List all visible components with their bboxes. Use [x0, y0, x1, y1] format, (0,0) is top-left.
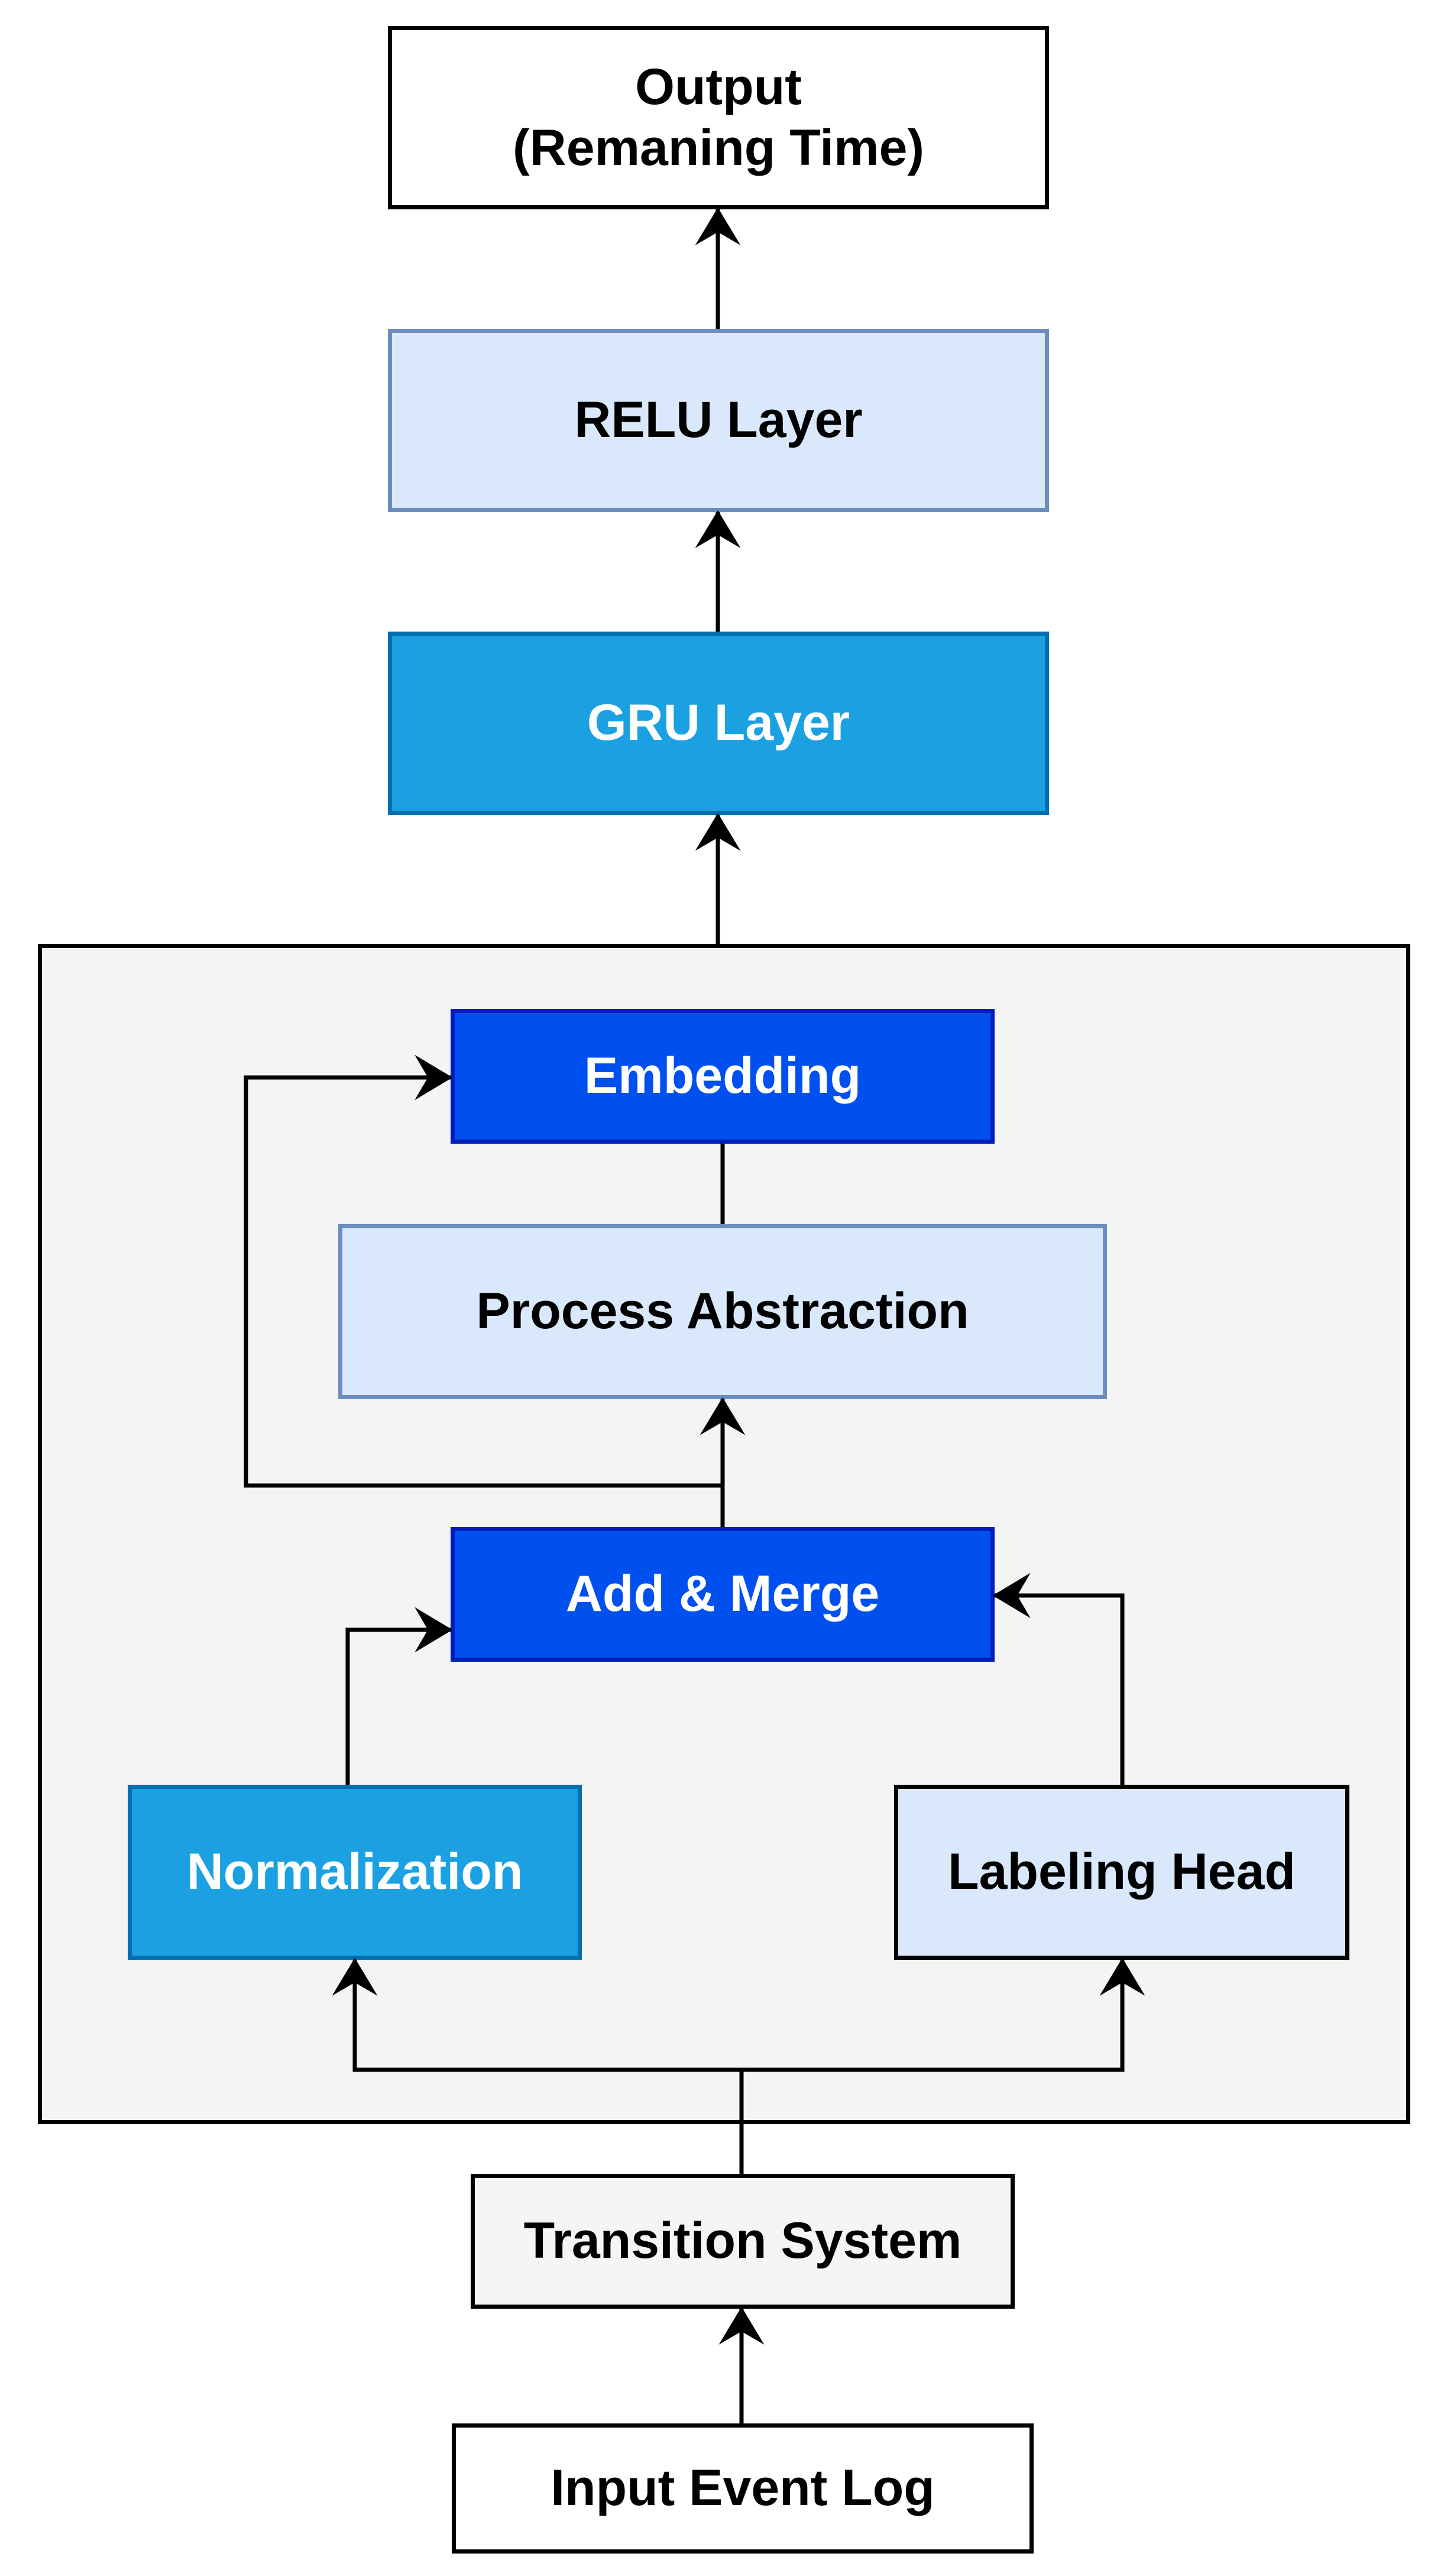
arrow-loop-to-embedding [244, 1054, 723, 1488]
process-abstraction-label: Process Abstraction [476, 1283, 969, 1340]
gru-layer-label: GRU Layer [587, 694, 850, 752]
add-merge-node: Add & Merge [451, 1527, 995, 1662]
arrow-labeling-to-merge [992, 1572, 1125, 1785]
add-merge-label: Add & Merge [565, 1565, 880, 1623]
output-label-line1: Output [635, 58, 802, 115]
gru-layer-node: GRU Layer [388, 632, 1049, 815]
labeling-head-label: Labeling Head [948, 1843, 1296, 1901]
embedding-node: Embedding [451, 1009, 995, 1144]
arrow-split-to-normalization [332, 1957, 742, 2072]
output-node: Output (Remaning Time) [388, 26, 1049, 209]
process-abstraction-node: Process Abstraction [338, 1224, 1107, 1399]
input-event-log-node: Input Event Log [452, 2423, 1034, 2554]
arrow-normalization-to-merge [345, 1607, 453, 1785]
input-event-log-label: Input Event Log [551, 2460, 935, 2517]
transition-system-label: Transition System [523, 2212, 962, 2270]
normalization-node: Normalization [128, 1785, 582, 1960]
relu-layer-node: RELU Layer [388, 329, 1049, 512]
arrow-split-to-labeling [742, 1957, 1145, 2072]
transition-system-node: Transition System [471, 2174, 1015, 2309]
normalization-label: Normalization [186, 1843, 523, 1901]
labeling-head-node: Labeling Head [894, 1785, 1349, 1960]
embedding-label: Embedding [584, 1047, 862, 1105]
relu-layer-label: RELU Layer [574, 391, 863, 449]
output-label-line2: (Remaning Time) [512, 119, 925, 176]
